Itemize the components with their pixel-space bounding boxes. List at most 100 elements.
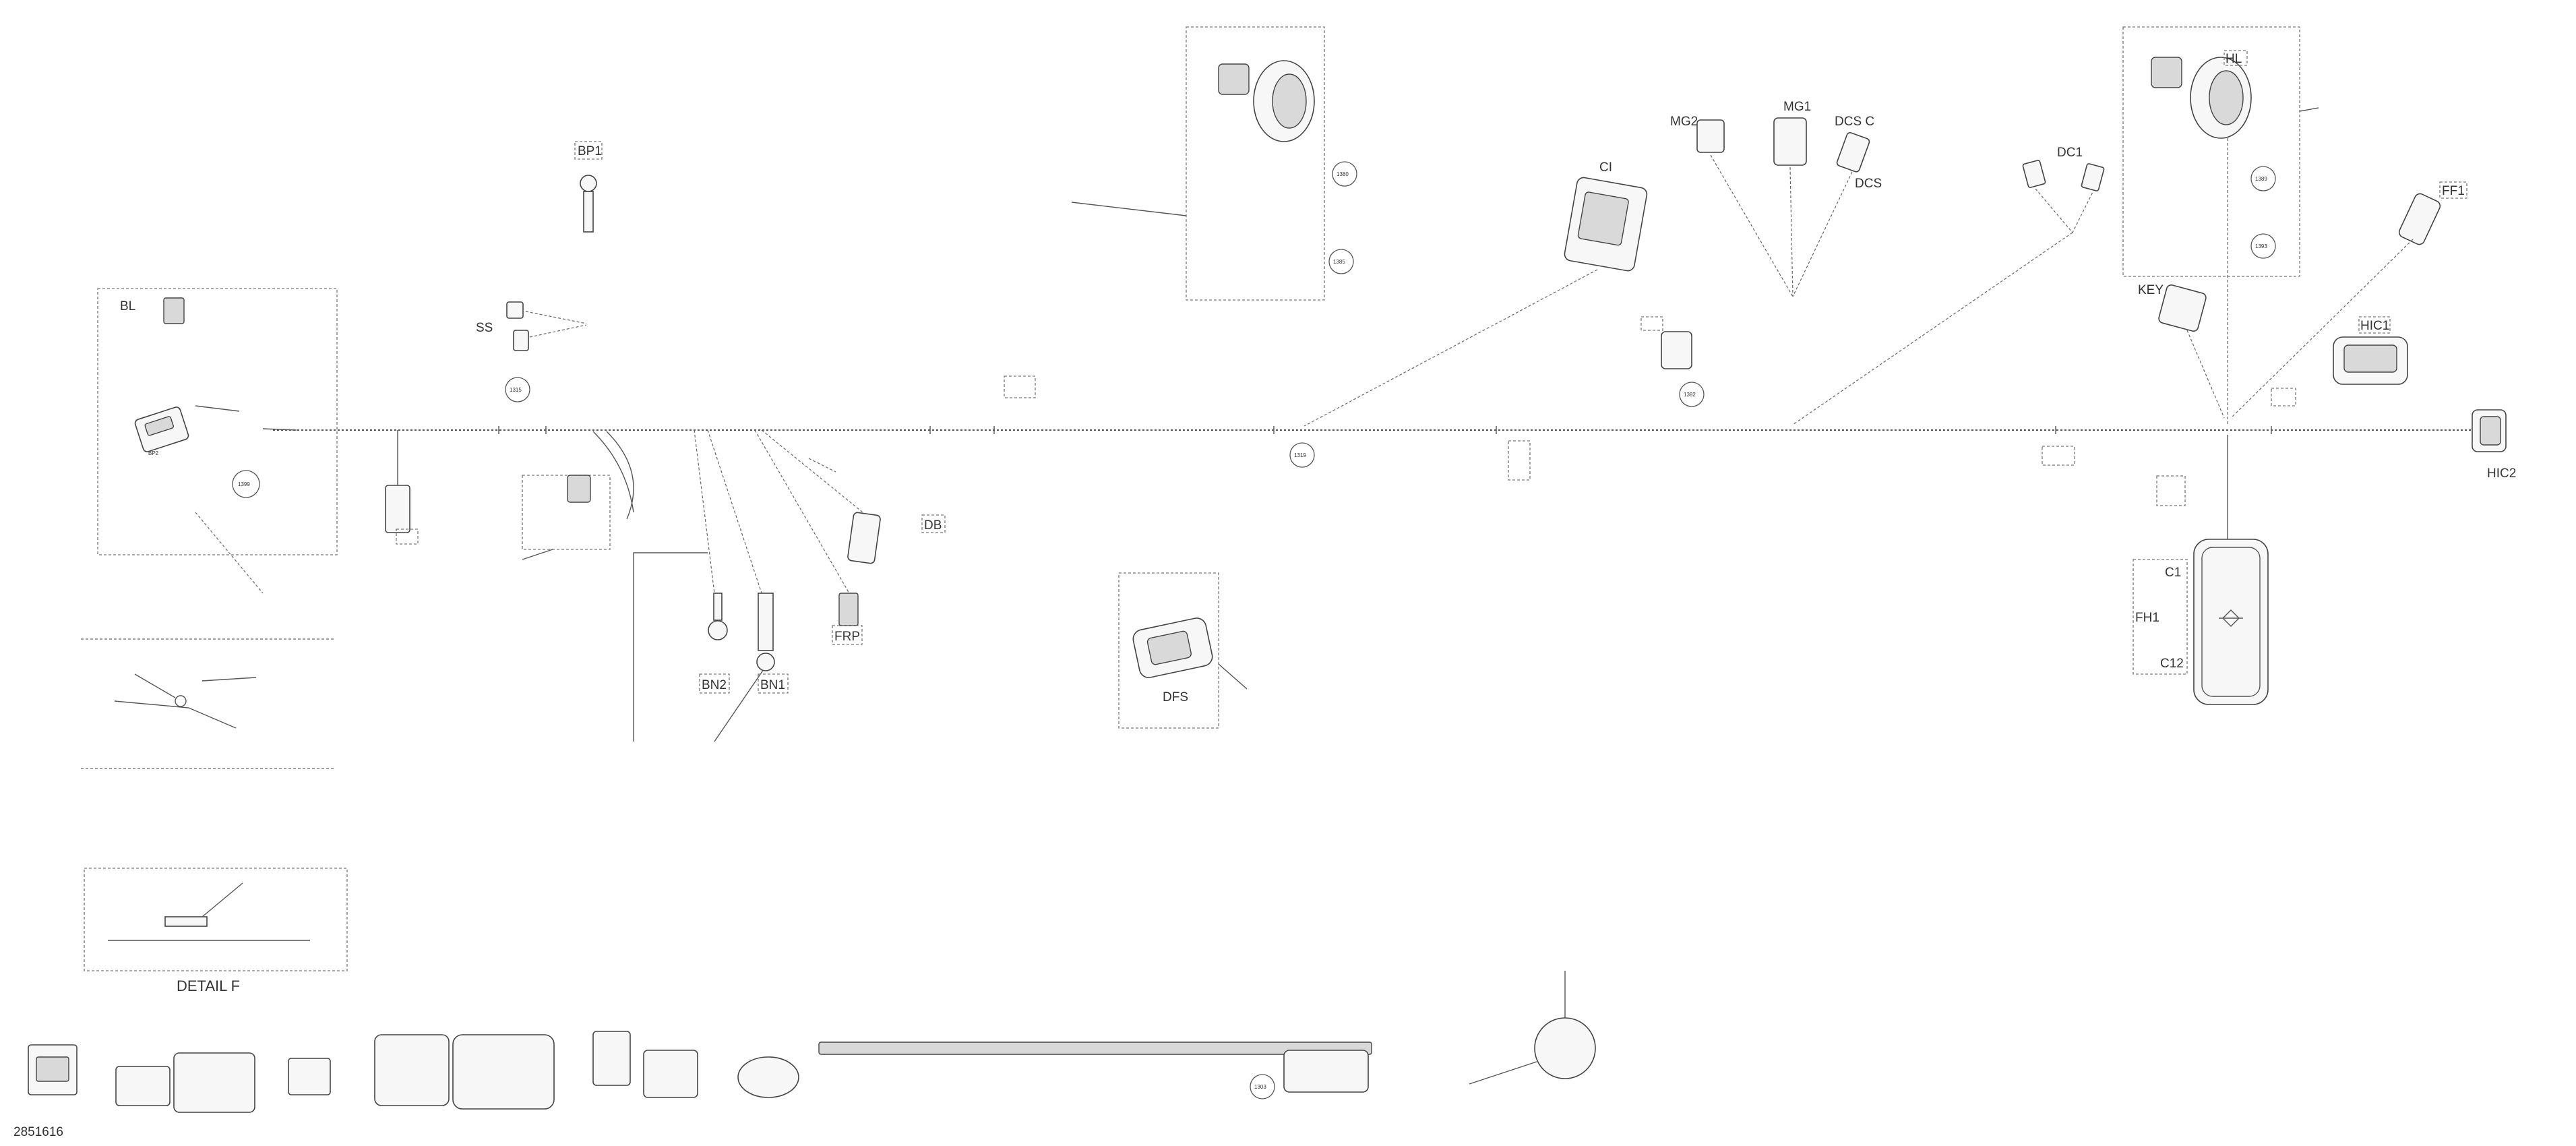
part-bottom-5 [374, 1034, 450, 1106]
tag-1303 [1250, 1074, 1275, 1099]
key-lead [2186, 330, 2225, 419]
fh1-bracket [2133, 559, 2188, 675]
mg1-label: MG1 [1783, 100, 1811, 114]
fh1-fuse-inner [2201, 547, 2261, 697]
detail-a-wires [114, 673, 257, 729]
mg-leads [1710, 154, 1853, 297]
bn1-stem [758, 593, 774, 651]
detail-f-bracket [164, 916, 208, 927]
dc1-label: DC1 [2057, 146, 2083, 160]
part-bottom-8 [643, 1050, 698, 1098]
bp1-label: BP1 [578, 144, 602, 158]
long-connector-plug [1283, 1050, 1369, 1093]
tag-1303-text: 1303 [1254, 1084, 1266, 1090]
part-bottom-4 [288, 1058, 331, 1095]
tag-1385 [1328, 249, 1354, 274]
bl-connector-pins [144, 416, 174, 436]
ff1-connector [2398, 193, 2441, 245]
tag-1399-text: 1399 [238, 481, 250, 487]
tag-1382-text: 1382 [1684, 392, 1696, 398]
bl-connector [163, 297, 185, 324]
dfs-box [1118, 572, 1219, 729]
detail-f-lead [202, 882, 243, 917]
bn2-ring-terminal [708, 620, 728, 640]
bn2-stem [713, 593, 723, 621]
detail-f-label: DETAIL F [177, 977, 240, 994]
part-bottom-6 [452, 1034, 555, 1110]
key-label: KEY [2138, 283, 2164, 297]
dcs-connector [1836, 132, 1870, 173]
part-bottom-1-inner [36, 1056, 69, 1082]
dfs-label: DFS [1163, 690, 1188, 704]
dfs-pins [1146, 630, 1192, 665]
detail-f-box [84, 868, 348, 971]
dcs-label: DCS [1855, 177, 1882, 191]
diagram-id: 2851616 [13, 1125, 63, 1139]
fan-wires [694, 429, 863, 594]
dfs-callout [1218, 663, 1248, 690]
tag-1385-text: 1385 [1333, 259, 1345, 265]
fh1-label: FH1 [2135, 611, 2159, 625]
cluster-box [522, 475, 611, 550]
top-module-plug [1218, 63, 1250, 95]
top-module-callout [1071, 202, 1187, 216]
tag-1399 [232, 470, 260, 498]
bp1-ring-terminal [580, 175, 597, 192]
ci-lead [1304, 269, 1598, 427]
mg2-label: MG2 [1670, 115, 1698, 129]
hl-tag [2224, 50, 2248, 66]
key-connector [2158, 284, 2207, 332]
ff1-tag [2439, 181, 2467, 199]
bp1-stem [583, 191, 594, 233]
ff1-label: FF1 [2442, 184, 2465, 198]
frp-label: FRP [834, 630, 860, 644]
ci-module-pins [1577, 191, 1629, 246]
fh1-fuse-box [2193, 539, 2269, 705]
trunk-tag-5 [2271, 388, 2296, 406]
long-cable-2 [714, 667, 766, 742]
fh1-center-mark [2219, 609, 2243, 627]
bn2-label: BN2 [702, 678, 727, 692]
tag-1380 [1332, 161, 1357, 187]
dss-connector [1661, 331, 1692, 369]
part-bottom-3 [173, 1052, 255, 1113]
ci-label: CI [1599, 160, 1612, 175]
hic2-label: HIC2 [2487, 466, 2516, 481]
cluster-callout [522, 549, 553, 560]
tag-1382 [1679, 382, 1705, 407]
dc1-leads [1792, 188, 2093, 425]
tag-1319-text: 1319 [1294, 452, 1306, 458]
bn1-ring-terminal [756, 653, 775, 671]
db-label: DB [924, 518, 942, 533]
ss-sensor-bottom [513, 330, 529, 351]
ground-post [1534, 1017, 1596, 1079]
hl-box [2122, 26, 2300, 277]
ss-lead-1 [525, 311, 587, 324]
hic1-tag [2358, 316, 2391, 334]
long-cable [633, 552, 708, 742]
ground-post-callout [1469, 1061, 1537, 1085]
tag-1389 [2250, 166, 2276, 191]
drop-1-tag [396, 529, 419, 545]
tag-1315 [505, 377, 530, 402]
top-module-face [1272, 73, 1307, 129]
trunk-tag-4 [2156, 475, 2186, 506]
top-module-box [1186, 26, 1325, 301]
cluster-connector [567, 475, 591, 503]
bl-lead-2 [262, 428, 297, 431]
ss-lead-2 [529, 324, 587, 338]
cluster-wires [592, 431, 634, 520]
part-bottom-2 [115, 1066, 171, 1106]
long-connector-bar [818, 1042, 1372, 1055]
bl-label: BL [120, 299, 135, 313]
ff1-lead [2230, 239, 2414, 419]
c1-label: C1 [2165, 566, 2181, 580]
hl-face [2209, 70, 2244, 125]
bn1-label: BN1 [760, 678, 785, 692]
mg2-connector [1696, 119, 1725, 153]
trunk-ticks [498, 426, 2272, 434]
hic1-pins [2343, 344, 2397, 373]
trunk-tag-1 [1004, 375, 1036, 398]
part-bottom-7 [592, 1031, 631, 1086]
c12-label: C12 [2160, 657, 2184, 671]
